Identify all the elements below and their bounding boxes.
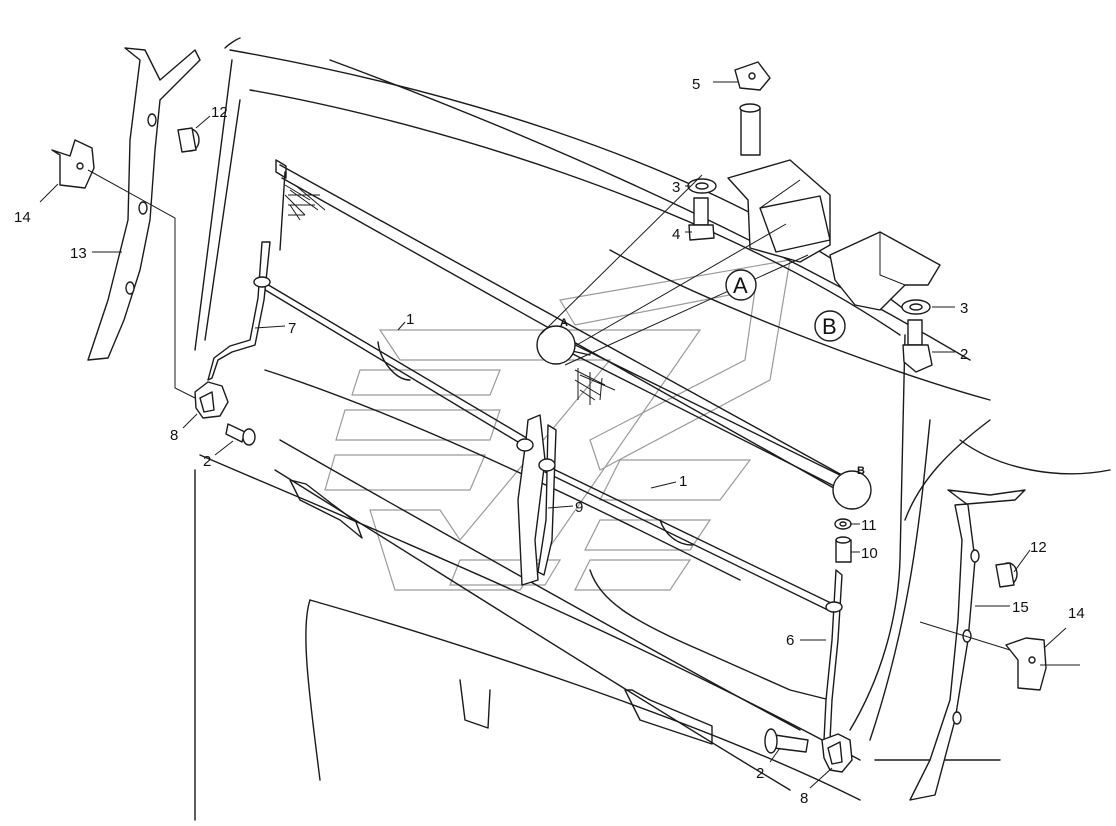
callout-1-left: 1 bbox=[406, 311, 414, 328]
detail-marker-b-label: B bbox=[857, 465, 865, 477]
callout-2-right: 2 bbox=[756, 765, 764, 782]
detail-a-block bbox=[727, 159, 831, 263]
part-2-bolt-detail-b bbox=[902, 319, 933, 373]
watermark-logo bbox=[324, 259, 791, 591]
detail-view-b-letter: B bbox=[822, 314, 837, 339]
part-11-washer bbox=[834, 518, 852, 530]
callout-8-right: 8 bbox=[800, 790, 808, 807]
part-9-rod-center bbox=[516, 414, 557, 586]
detail-marker-a-label: A bbox=[560, 317, 568, 329]
callout-1-right: 1 bbox=[679, 473, 687, 490]
part-12-screw-left bbox=[177, 127, 200, 153]
callout-6: 6 bbox=[786, 632, 794, 649]
net-frame bbox=[259, 159, 861, 613]
callout-3-detail-a: 3 bbox=[672, 179, 680, 196]
part-8-bracket-left bbox=[194, 381, 229, 419]
callout-14-right: 14 bbox=[1068, 605, 1085, 622]
callout-12-left: 12 bbox=[211, 104, 228, 121]
part-14-clip-right bbox=[1005, 637, 1047, 691]
callout-2-left: 2 bbox=[203, 453, 211, 470]
callout-15: 15 bbox=[1012, 599, 1029, 616]
callout-10: 10 bbox=[861, 545, 878, 562]
cab-outline bbox=[194, 37, 1111, 821]
part-12-screw-right bbox=[995, 562, 1018, 588]
callout-8-left: 8 bbox=[170, 427, 178, 444]
callout-3-detail-b: 3 bbox=[960, 300, 968, 317]
callout-13: 13 bbox=[70, 245, 87, 262]
callout-labels: 5 3 4 3 2 12 14 13 7 1 8 2 9 1 11 10 12 … bbox=[14, 76, 1085, 807]
spacer-detail-a bbox=[739, 103, 761, 156]
leader-lines bbox=[39, 81, 1080, 789]
detail-view-a-label: A bbox=[725, 269, 757, 301]
part-5-nut-detail-a bbox=[734, 61, 771, 91]
callout-5: 5 bbox=[692, 76, 700, 93]
detail-view-a-letter: A bbox=[733, 273, 748, 298]
callout-4: 4 bbox=[672, 226, 680, 243]
part-7-rod-left bbox=[207, 241, 271, 381]
callout-2-detail-b: 2 bbox=[960, 346, 968, 363]
part-4-bolt-detail-a bbox=[688, 197, 715, 241]
part-1-handle-left bbox=[377, 341, 411, 381]
part-3-washer-detail-a bbox=[687, 178, 717, 194]
part-1-handle-right bbox=[659, 519, 693, 546]
part-3-washer-detail-b bbox=[901, 299, 931, 315]
callout-11: 11 bbox=[861, 517, 877, 534]
part-10-spacer bbox=[835, 536, 852, 563]
part-8-bracket-right bbox=[821, 733, 853, 773]
part-2-bolt-center bbox=[764, 728, 809, 754]
part-14-clip-left bbox=[51, 139, 95, 189]
part-13-pillar-left bbox=[87, 47, 201, 361]
part-2-bolt-left bbox=[225, 423, 256, 446]
callout-7: 7 bbox=[288, 320, 296, 337]
detail-marker-a: A bbox=[536, 317, 576, 365]
projection-lines bbox=[539, 174, 809, 366]
callout-12-right: 12 bbox=[1030, 539, 1047, 556]
detail-marker-b: B bbox=[832, 465, 872, 510]
detail-view-b-label: B bbox=[814, 310, 846, 342]
detail-b-block bbox=[829, 231, 941, 311]
part-15-pillar-right bbox=[909, 489, 1026, 801]
callout-9: 9 bbox=[575, 499, 583, 516]
callout-14-left: 14 bbox=[14, 209, 31, 226]
part-6-rod-right bbox=[823, 569, 843, 741]
